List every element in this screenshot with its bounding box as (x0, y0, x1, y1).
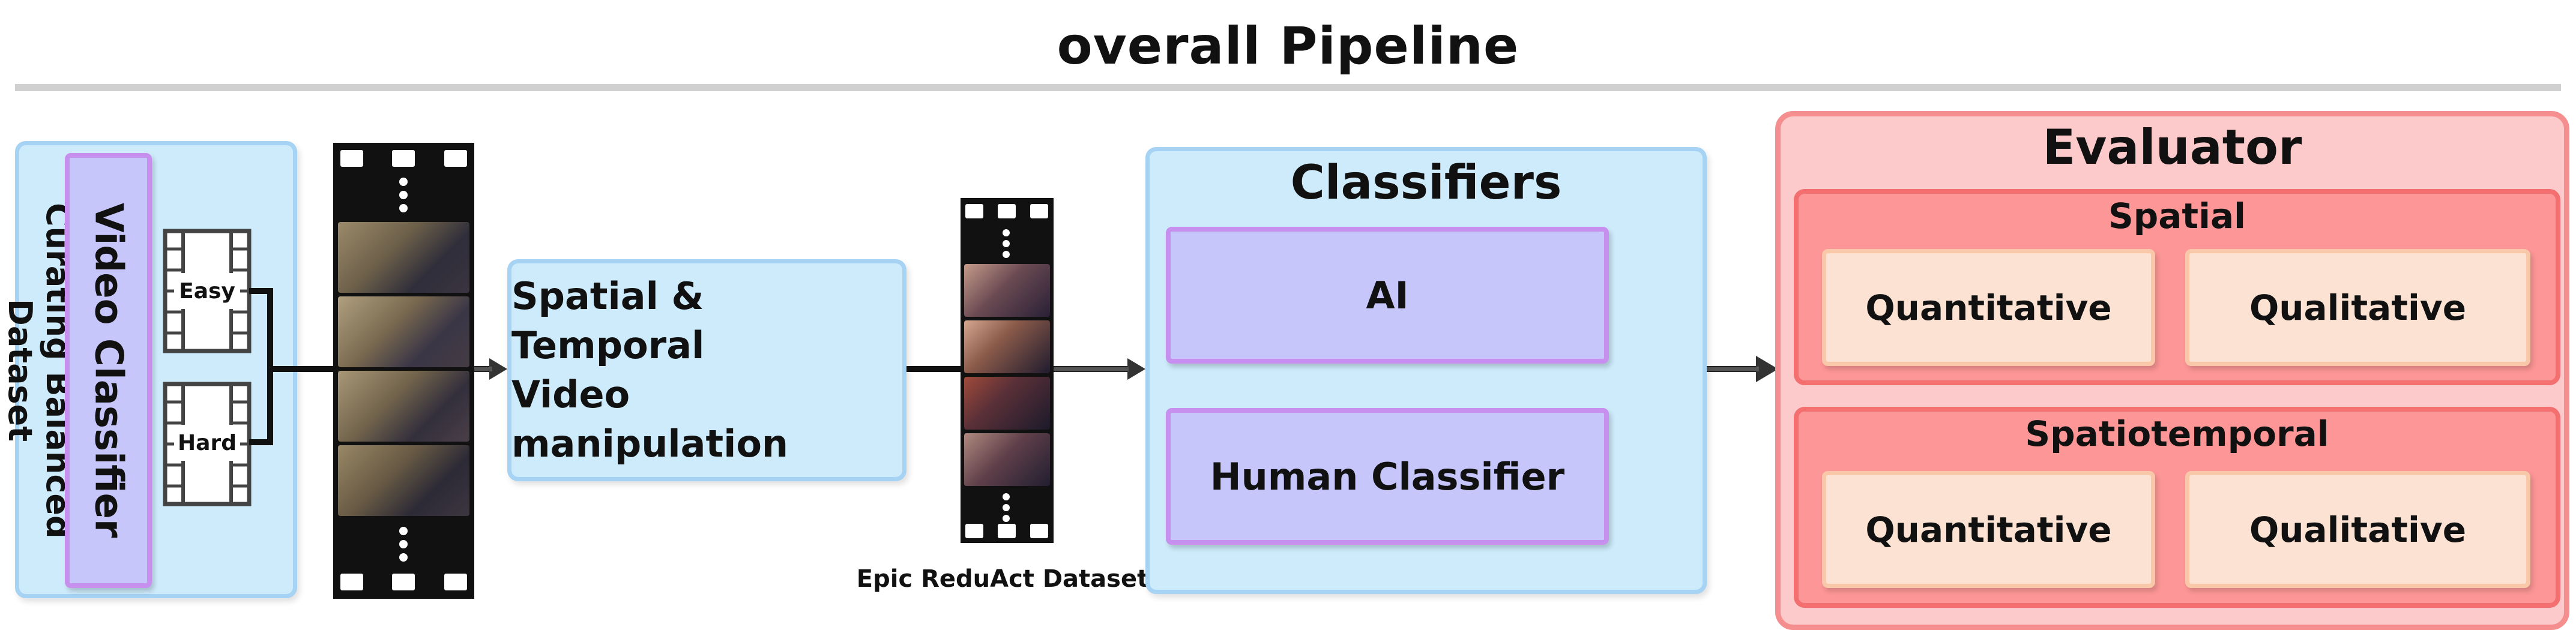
spatiotemporal-quantitative-box: Quantitative (1822, 471, 2155, 588)
human-classifier-box: Human Classifier (1166, 408, 1609, 545)
page-title: overall Pipeline (1057, 16, 1519, 76)
spatial-qualitative-label: Qualitative (2249, 287, 2467, 328)
evaluator-title: Evaluator (2042, 119, 2302, 175)
video-classifier-box: Video Classifier (65, 153, 152, 588)
video-manipulation-box: Spatial & Temporal Video manipulation (507, 259, 906, 481)
filmstrip-icon (333, 143, 474, 599)
video-frame (964, 377, 1050, 430)
video-manipulation-line1: Spatial & Temporal (511, 274, 705, 367)
spatiotemporal-qualitative-box: Qualitative (2185, 471, 2530, 588)
curating-dataset-box (15, 141, 297, 598)
spatiotemporal-quantitative-label: Quantitative (1865, 509, 2112, 550)
classifiers-title: Classifiers (1290, 156, 1562, 210)
dataset-filmstrip-icon (961, 198, 1054, 543)
video-manipulation-line2: Video manipulation (511, 373, 789, 466)
spatiotemporal-title: Spatiotemporal (2025, 413, 2329, 454)
title-divider (15, 84, 2561, 91)
video-frame (338, 371, 469, 442)
video-frame (338, 222, 469, 293)
dataset-caption: Epic ReduAct Dataset (856, 565, 1149, 593)
video-frame (964, 264, 1050, 317)
video-classifier-label: Video Classifier (86, 203, 131, 538)
spatiotemporal-qualitative-label: Qualitative (2249, 509, 2467, 550)
easy-label: Easy (174, 273, 240, 309)
ai-classifier-box: AI (1166, 227, 1609, 364)
human-classifier-label: Human Classifier (1210, 454, 1565, 499)
video-frame (338, 445, 469, 516)
spatial-qualitative-box: Qualitative (2185, 249, 2530, 366)
video-frame (964, 433, 1050, 486)
spatial-quantitative-box: Quantitative (1822, 249, 2155, 366)
ai-classifier-label: AI (1366, 273, 1409, 317)
video-frame (964, 320, 1050, 373)
hard-label: Hard (174, 425, 240, 461)
spatial-title: Spatial (2108, 195, 2246, 236)
spatial-quantitative-label: Quantitative (1865, 287, 2112, 328)
video-frame (338, 296, 469, 367)
